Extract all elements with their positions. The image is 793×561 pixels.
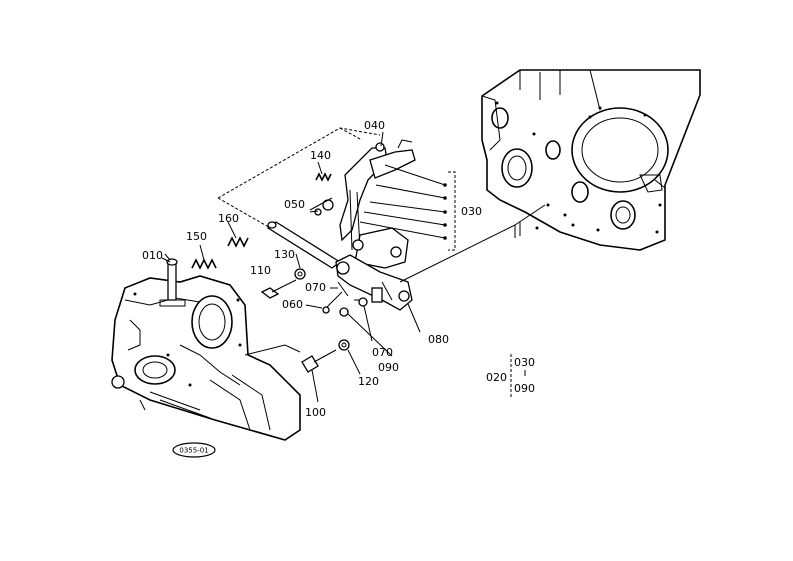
assembly-outline (217, 127, 381, 246)
part-100-bolt (301, 349, 337, 373)
governor-lever-assembly (309, 139, 416, 269)
part-110-bolt (260, 279, 297, 299)
label-160: 160 (218, 212, 239, 225)
part-010-shaft (159, 257, 186, 307)
part-labels: 040 140 050 030 160 150 010 130 110 070 … (142, 119, 482, 419)
label-070-lower: 070 (372, 346, 393, 359)
part-060-bolt (322, 291, 343, 314)
label-120: 120 (358, 375, 379, 388)
spring-160 (227, 221, 249, 248)
label-150: 150 (186, 230, 207, 243)
label-100: 100 (305, 406, 326, 419)
part-080-bracket (335, 254, 413, 311)
label-040: 040 (364, 119, 385, 132)
legend-label-030: 030 (514, 356, 535, 369)
label-060: 060 (282, 298, 303, 311)
part-030-group-bracket (359, 164, 456, 251)
label-050: 050 (284, 198, 305, 211)
label-110: 110 (250, 264, 271, 277)
group-legend: 020 030 090 (486, 354, 535, 397)
legend-label-090: 090 (514, 382, 535, 395)
control-rod (399, 204, 546, 283)
part-090-washer (339, 297, 368, 317)
part-120-washer (338, 339, 350, 351)
spring-140 (315, 161, 332, 182)
reference-code: 0355-01 (179, 447, 208, 455)
label-140: 140 (310, 149, 331, 162)
reference-code-badge: 0355-01 (172, 442, 216, 458)
engine-block (481, 69, 701, 251)
label-070-upper: 070 (305, 281, 326, 294)
label-080: 080 (428, 333, 449, 346)
label-010: 010 (142, 249, 163, 262)
label-130: 130 (274, 248, 295, 261)
legend-label-020: 020 (486, 371, 507, 384)
label-030: 030 (461, 205, 482, 218)
label-090: 090 (378, 361, 399, 374)
leader-lines (164, 131, 421, 403)
gear-case-housing (111, 275, 301, 441)
spring-150 (191, 244, 217, 270)
